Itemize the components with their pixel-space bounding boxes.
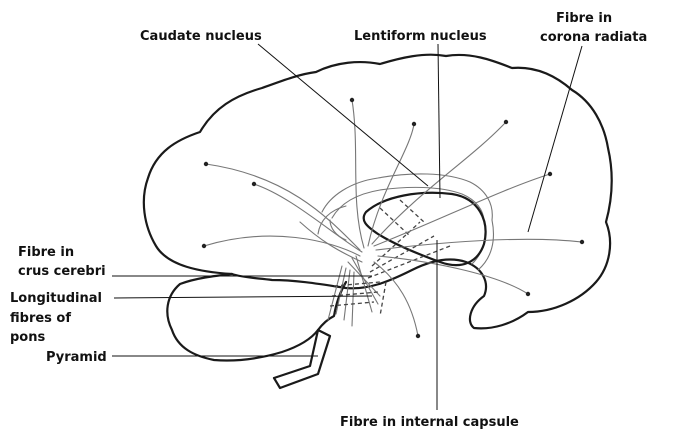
fibre-radiating-1 (204, 236, 360, 256)
label-crus-line2: crus cerebri (18, 264, 106, 279)
label-pyramid: Pyramid (46, 350, 107, 365)
fibre-end-dot (548, 172, 552, 176)
fibre-radiating-2 (254, 184, 362, 252)
leader-corona (528, 46, 582, 232)
leader-caudate (258, 44, 428, 186)
fibre-end-dot (412, 122, 416, 126)
crus-fibre-bundle-6 (352, 272, 354, 326)
label-pons-line3: pons (10, 330, 45, 345)
fibre-radiating-7 (374, 174, 550, 246)
label-corona-line1: Fibre in (556, 11, 612, 26)
fibre-radiating-5 (368, 124, 414, 246)
fibre-radiating-10 (374, 262, 418, 336)
fibre-end-dot (416, 334, 420, 338)
fibre-end-dot (204, 162, 208, 166)
fibre-end-dot (350, 98, 354, 102)
fibre-radiating-3 (206, 164, 360, 250)
fibre-end-dot (202, 244, 206, 248)
fibre-radiating-4 (352, 100, 364, 248)
pyramid-outline (274, 330, 330, 388)
label-pons-line1: Longitudinal (10, 291, 102, 306)
capsule-fibre-5 (380, 208, 410, 236)
label-caudate-nucleus: Caudate nucleus (140, 29, 262, 44)
crus-fibre-bundle-4 (336, 268, 346, 314)
label-corona-line2: corona radiata (540, 30, 647, 45)
label-lentiform-nucleus: Lentiform nucleus (354, 29, 487, 44)
cerebrum-outline (144, 55, 612, 329)
fibre-end-dot (252, 182, 256, 186)
caudate-arc-outer (322, 174, 492, 220)
brainstem-outline (167, 274, 346, 361)
label-pons-line2: fibres of (10, 311, 71, 326)
lentiform-nucleus (364, 193, 486, 265)
label-internal-capsule: Fibre in internal capsule (340, 415, 519, 430)
fibre-end-dot (580, 240, 584, 244)
caudate-arc-inner (332, 187, 484, 222)
label-crus-line1: Fibre in (18, 245, 74, 260)
fibre-end-dot (504, 120, 508, 124)
fibre-end-dot (526, 292, 530, 296)
pons-right-dash (380, 282, 386, 316)
